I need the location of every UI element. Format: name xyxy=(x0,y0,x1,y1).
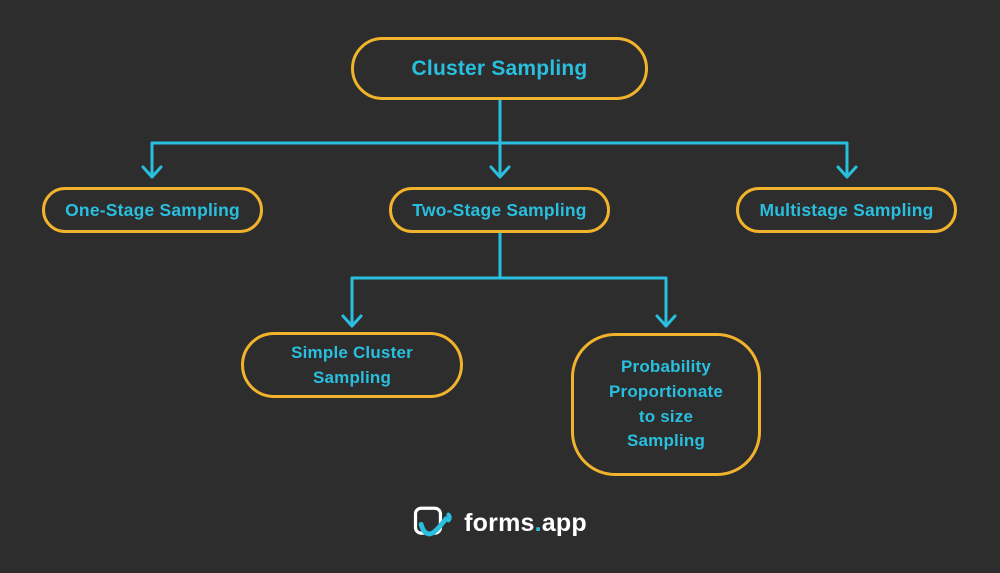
node-cluster-sampling: Cluster Sampling xyxy=(351,37,648,100)
arrowhead-center-icon xyxy=(489,165,511,179)
arrowhead-left-icon xyxy=(141,165,163,179)
arrowhead-prob-icon xyxy=(655,314,677,328)
footer-brand: forms.app xyxy=(0,505,1000,542)
brand-app-text: app xyxy=(541,509,587,537)
node-two-stage-sampling-label: Two-Stage Sampling xyxy=(412,199,587,220)
node-probability-proportionate-sampling-label: Probability Proportionate to size Sampli… xyxy=(608,356,724,451)
node-one-stage-sampling-label: One-Stage Sampling xyxy=(65,199,240,220)
node-probability-proportionate-sampling: Probability Proportionate to size Sampli… xyxy=(571,333,761,476)
brand-forms-text: forms xyxy=(464,509,535,537)
brand-wordmark: forms.app xyxy=(464,509,587,538)
node-two-stage-sampling: Two-Stage Sampling xyxy=(389,187,610,233)
arrowhead-right-icon xyxy=(836,165,858,179)
brand-dot-text: . xyxy=(534,509,542,537)
node-cluster-sampling-label: Cluster Sampling xyxy=(411,56,588,80)
node-multistage-sampling-label: Multistage Sampling xyxy=(759,199,934,220)
forms-app-logo-icon xyxy=(414,506,452,537)
node-one-stage-sampling: One-Stage Sampling xyxy=(42,187,263,233)
node-multistage-sampling: Multistage Sampling xyxy=(736,187,957,233)
node-simple-cluster-sampling-label: Simple Cluster Sampling xyxy=(291,342,413,388)
arrowhead-simple-icon xyxy=(341,314,363,328)
node-simple-cluster-sampling: Simple Cluster Sampling xyxy=(241,332,463,398)
